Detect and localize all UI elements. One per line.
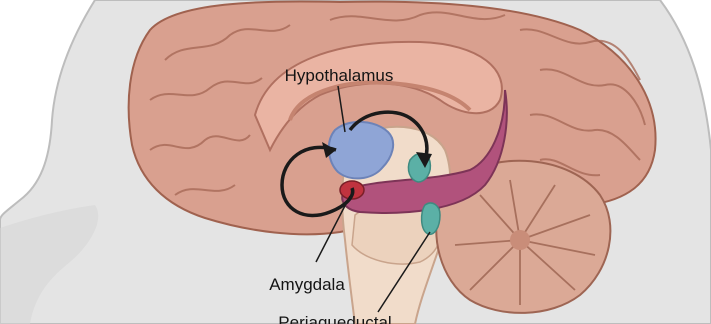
periaqueductal-label: Periaqueductal — [278, 313, 391, 324]
amygdala-label: Amygdala — [269, 275, 345, 294]
periaqueductal-gray-lower — [422, 203, 440, 234]
hypothalamus-label: Hypothalamus — [285, 66, 394, 85]
